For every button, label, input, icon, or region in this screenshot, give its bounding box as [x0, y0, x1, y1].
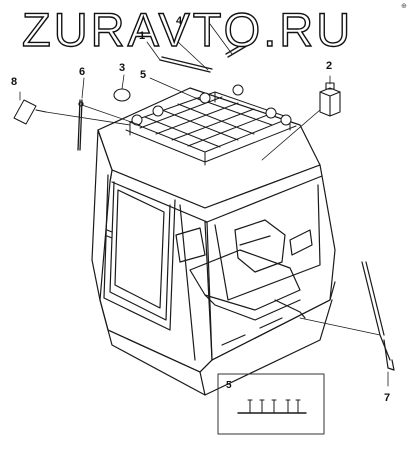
leader-lines [19, 23, 389, 387]
roof-guard [125, 84, 297, 166]
callout-5: 5 [140, 69, 147, 81]
callout-3: 3 [119, 62, 126, 74]
callout-7: 7 [384, 392, 391, 404]
callout-4: 4 [176, 15, 183, 27]
part-3-lens [113, 88, 131, 102]
part-2-reservoir [319, 82, 341, 117]
callout-8: 8 [11, 76, 18, 88]
callout-6: 6 [79, 66, 86, 78]
wiper-blades [159, 40, 251, 73]
callout-2: 2 [326, 60, 333, 72]
part-7-wiper [361, 261, 395, 371]
part-8-panel [13, 99, 47, 125]
inset-label-5: 5 [226, 380, 232, 391]
corner-mark: ⊕ [401, 3, 407, 10]
site-watermark: ZURAVTO.RU [21, 3, 354, 56]
part-6-rod [77, 99, 84, 151]
inset-detail-box [217, 373, 325, 435]
callout-1: 1 [139, 30, 146, 42]
cab-body [91, 87, 336, 396]
